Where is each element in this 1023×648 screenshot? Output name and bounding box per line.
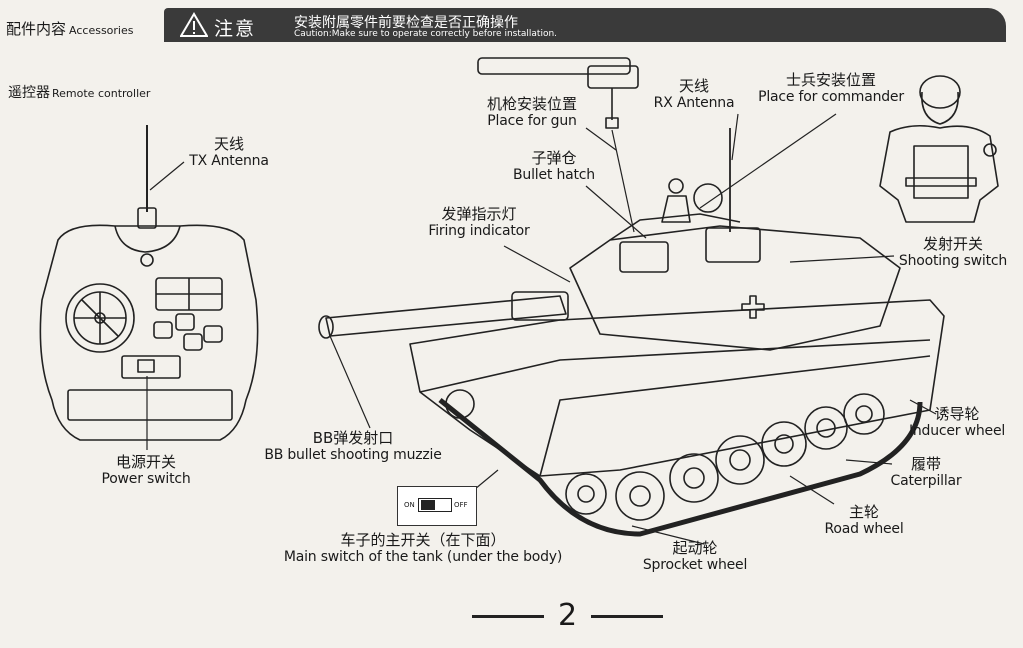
leader-lines bbox=[146, 113, 937, 545]
switch-on-label: ON bbox=[404, 501, 415, 509]
tank-drawing bbox=[318, 128, 945, 537]
sprocket-wheel-label: 起动轮 Sprocket wheel bbox=[642, 539, 748, 574]
rx-antenna-label: 天线 RX Antenna bbox=[653, 77, 735, 112]
switch-slider bbox=[418, 498, 452, 512]
remote-title-en: Remote controller bbox=[52, 87, 151, 100]
page-number: 2 bbox=[458, 598, 677, 633]
muzzle-label: BB弹发射口 BB bullet shooting muzzie bbox=[264, 429, 442, 464]
bullet-hatch-label: 子弹仓 Bullet hatch bbox=[513, 149, 595, 184]
caution-text-cn: 安装附属零件前要检查是否正确操作 bbox=[294, 15, 518, 31]
caution-title: 注意 bbox=[214, 18, 257, 40]
commander-place-label: 士兵安装位置 Place for commander bbox=[758, 71, 904, 106]
accessories-cn: 配件内容 bbox=[6, 20, 67, 38]
warning-triangle-icon bbox=[180, 12, 208, 37]
inducer-wheel-label: 诱导轮 Inducer wheel bbox=[908, 405, 1006, 440]
shooting-switch-label: 发射开关 Shooting switch bbox=[898, 235, 1008, 270]
remote-controller-drawing bbox=[39, 125, 259, 441]
power-switch-label: 电源开关 Power switch bbox=[101, 453, 191, 488]
road-wheel-label: 主轮 Road wheel bbox=[824, 503, 904, 538]
tx-antenna-label: 天线 TX Antenna bbox=[189, 135, 269, 170]
caution-bar: 注意 安装附属零件前要检查是否正确操作 Caution:Make sure to… bbox=[164, 8, 1006, 42]
caution-text-en: Caution:Make sure to operate correctly b… bbox=[294, 29, 558, 39]
remote-title-cn: 遥控器 bbox=[8, 85, 50, 101]
switch-off-label: OFF bbox=[454, 501, 468, 509]
caterpillar-label: 履带 Caterpillar bbox=[890, 455, 962, 490]
gun-place-label: 机枪安装位置 Place for gun bbox=[486, 95, 577, 130]
firing-indicator-label: 发弹指示灯 Firing indicator bbox=[428, 205, 530, 240]
main-switch-diagram: ON OFF bbox=[397, 486, 477, 526]
commander-figure-drawing bbox=[879, 75, 999, 223]
main-switch-label: 车子的主开关（在下面） Main switch of the tank (und… bbox=[283, 531, 563, 566]
machine-gun-drawing bbox=[477, 57, 639, 129]
accessories-en: Accessories bbox=[69, 24, 134, 37]
